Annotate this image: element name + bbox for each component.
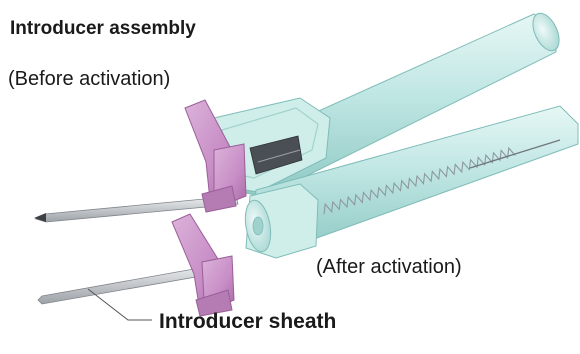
after-activation-label: (After activation) [316,257,462,277]
introducer-sheath-label: Introducer sheath [159,311,336,332]
figure-title: Introducer assembly [10,19,196,38]
introducer-sheath-assembly [38,214,234,320]
before-activation-label: (Before activation) [8,69,170,89]
hub-sheath [172,214,234,316]
needle-tip [34,213,46,222]
